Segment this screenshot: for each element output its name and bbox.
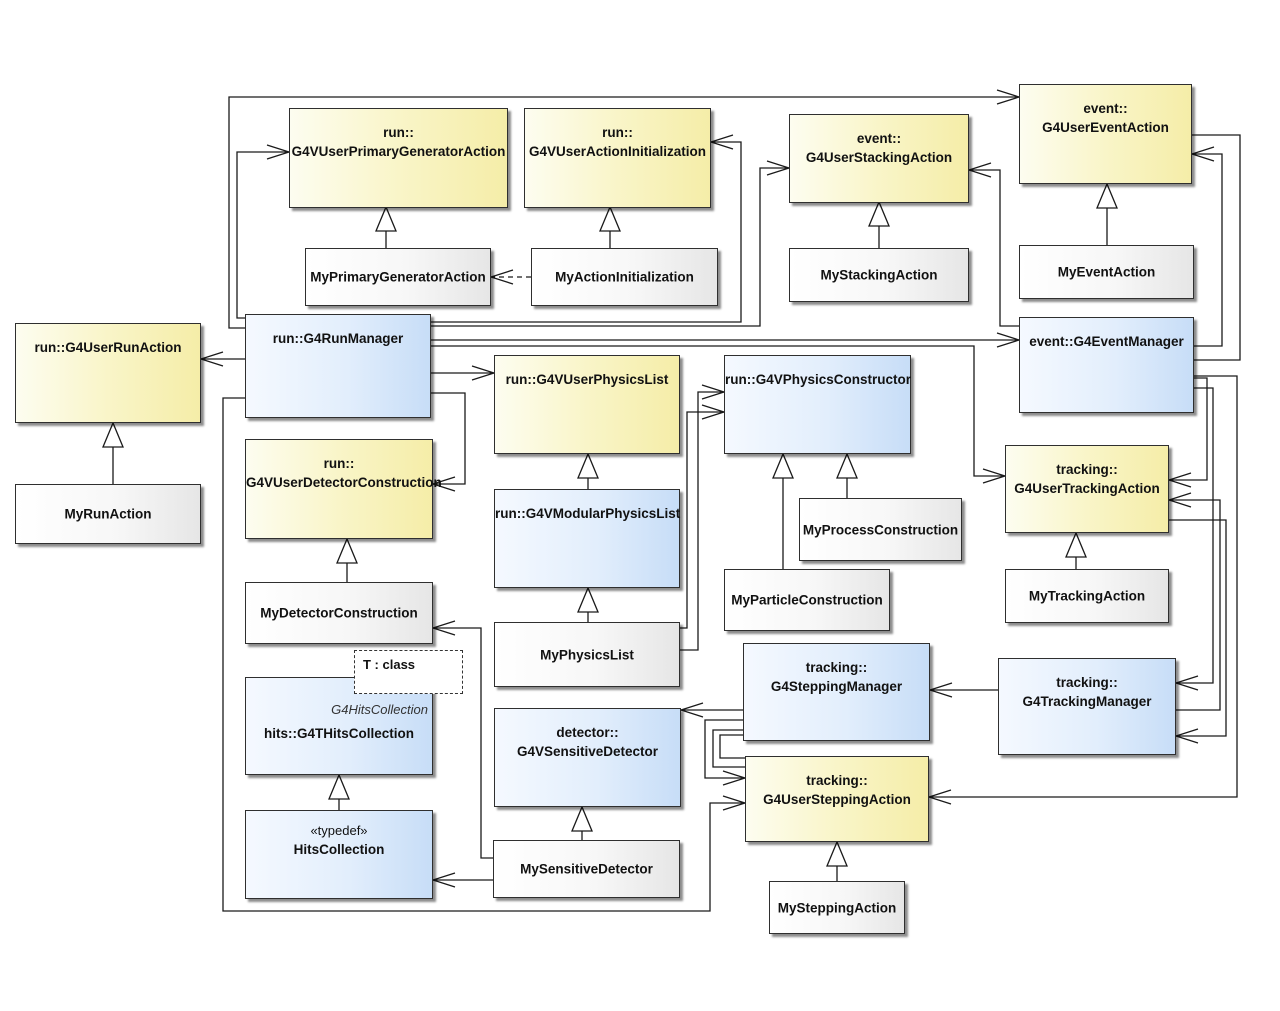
assoc-runmgr-actioninit <box>431 141 742 323</box>
class-name: MyRunAction <box>64 506 152 522</box>
class-name: G4UserTrackingAction <box>1014 481 1160 496</box>
namespace-label: event:: <box>1083 101 1128 116</box>
assoc-mysensitive-mydetector <box>433 627 493 859</box>
assoc-trackingaction-trackingmgr <box>1169 519 1227 737</box>
assoc-myphysics-constructor-2 <box>680 411 724 629</box>
class-mysensitivedetector[interactable]: MySensitiveDetector <box>493 840 680 898</box>
class-name: G4VSensitiveDetector <box>516 744 659 759</box>
class-name: G4TrackingManager <box>1022 694 1152 709</box>
namespace-label: tracking:: <box>1056 462 1118 477</box>
class-g4vsensitivedetector[interactable]: detector::G4VSensitiveDetector <box>494 708 681 807</box>
class-mystackingaction[interactable]: MyStackingAction <box>789 248 969 302</box>
class-name: G4VUserPrimaryGeneratorAction <box>291 144 506 159</box>
class-g4steppingmanager[interactable]: tracking::G4SteppingManager <box>743 643 930 741</box>
class-g4userstackingaction[interactable]: event::G4UserStackingAction <box>789 114 969 203</box>
assoc-steppingaction-steppingmgr-2 <box>719 734 745 759</box>
class-name: G4UserStackingAction <box>805 150 953 165</box>
class-g4usertrackingaction[interactable]: tracking::G4UserTrackingAction <box>1005 445 1169 533</box>
assoc-myphysics-constructor <box>680 391 724 651</box>
assoc-trackingmgr-trackingaction <box>1169 499 1221 711</box>
class-name: G4SteppingManager <box>770 679 903 694</box>
class-name: G4UserSteppingAction <box>763 792 911 807</box>
assoc-runmgr-stacking <box>431 167 789 327</box>
namespace-label: detector:: <box>556 725 619 740</box>
class-name: HitsCollection <box>293 842 385 857</box>
namespace-label: run:: <box>383 125 414 140</box>
stereotype-label: «typedef» <box>310 823 368 838</box>
class-g4runmanager[interactable]: run::G4RunManager <box>245 314 431 418</box>
class-name: event::G4EventManager <box>1029 334 1184 349</box>
assoc-runmgr-primarygen <box>236 151 289 319</box>
class-g4eventmanager[interactable]: event::G4EventManager <box>1019 317 1194 413</box>
class-name: MySensitiveDetector <box>520 861 653 877</box>
class-name: MyEventAction <box>1057 264 1156 280</box>
assoc-eventmgr-stacking <box>969 169 1019 327</box>
class-g4vuserprimarygeneratoraction[interactable]: run::G4VUserPrimaryGeneratorAction <box>289 108 508 208</box>
namespace-label: run:: <box>602 125 633 140</box>
assoc-eventmgr-steppingaction <box>929 375 1238 798</box>
assoc-eventmgr-trackingaction <box>1169 377 1208 481</box>
namespace-label: run:: <box>323 456 355 471</box>
class-name: MyActionInitialization <box>555 269 694 285</box>
namespace-label: tracking:: <box>806 773 868 788</box>
class-mysteppingaction[interactable]: MySteppingAction <box>769 881 905 934</box>
assoc-steppingmgr-steppingaction <box>704 719 745 779</box>
class-name: MyPhysicsList <box>540 647 634 662</box>
assoc-runmgr-steppingaction <box>222 397 745 912</box>
class-name: MyDetectorConstruction <box>260 605 418 621</box>
class-name: G4VUserDetectorConstruction <box>246 475 442 490</box>
class-name: MyTrackingAction <box>1028 588 1146 604</box>
class-name: G4UserEventAction <box>1042 120 1169 135</box>
class-g4vuserphysicslist[interactable]: run::G4VUserPhysicsList <box>494 355 680 454</box>
class-name: MySteppingAction <box>777 900 897 915</box>
assoc-eventmgr-trackingmgr <box>1176 387 1214 684</box>
class-g4vuseractioninitialization[interactable]: run::G4VUserActionInitialization <box>524 108 711 208</box>
class-name: MyParticleConstruction <box>731 592 883 608</box>
assoc-runmgr-eventaction <box>228 96 1019 329</box>
class-name: run::G4RunManager <box>272 331 404 346</box>
class-mytrackingaction[interactable]: MyTrackingAction <box>1005 569 1169 623</box>
class-hitscollection-typedef[interactable]: «typedef» HitsCollection <box>245 810 433 899</box>
assoc-steppingaction-steppingmgr <box>712 729 745 768</box>
class-g4vmodularphysicslist[interactable]: run::G4VModularPhysicsList <box>494 489 680 588</box>
class-g4vphysicsconstructor[interactable]: run::G4VPhysicsConstructor <box>724 355 911 454</box>
namespace-label: tracking:: <box>1056 675 1118 690</box>
class-name: MyPrimaryGeneratorAction <box>310 269 486 285</box>
class-name: run::G4VPhysicsConstructor <box>725 372 912 387</box>
class-myeventaction[interactable]: MyEventAction <box>1019 245 1194 299</box>
class-name: MyStackingAction <box>820 267 938 283</box>
class-g4usereventaction[interactable]: event::G4UserEventAction <box>1019 84 1192 184</box>
template-binding-label: G4HitsCollection <box>331 702 428 717</box>
class-name: run::G4VModularPhysicsList <box>495 506 681 521</box>
class-myphysicslist[interactable]: MyPhysicsList <box>494 622 680 687</box>
class-mydetectorconstruction[interactable]: MyDetectorConstruction <box>245 582 433 644</box>
class-g4userrunaction[interactable]: run::G4UserRunAction <box>15 323 201 423</box>
template-parameter: T : class <box>354 650 463 694</box>
class-myprocessconstruction[interactable]: MyProcessConstruction <box>799 498 962 561</box>
template-parameter-label: T : class <box>363 657 416 672</box>
class-g4trackingmanager[interactable]: tracking::G4TrackingManager <box>998 658 1176 755</box>
assoc-runmgr-trackingaction <box>431 345 1005 477</box>
class-name: G4VUserActionInitialization <box>528 144 707 159</box>
class-name: run::G4VUserPhysicsList <box>505 372 669 387</box>
assoc-eventmgr-eventaction-2 <box>1192 134 1241 361</box>
class-name: hits::G4THitsCollection <box>263 726 414 741</box>
class-name: MyProcessConstruction <box>802 522 959 537</box>
class-myparticleconstruction[interactable]: MyParticleConstruction <box>724 569 890 631</box>
class-myactioninitialization[interactable]: MyActionInitialization <box>531 248 718 306</box>
class-name: run::G4UserRunAction <box>34 340 182 355</box>
class-g4usersteppingaction[interactable]: tracking::G4UserSteppingAction <box>745 756 929 842</box>
assoc-eventmgr-eventaction <box>1192 153 1223 347</box>
class-g4vuserdetectorconstruction[interactable]: run::G4VUserDetectorConstruction <box>245 439 442 539</box>
class-myprimarygeneratoraction[interactable]: MyPrimaryGeneratorAction <box>305 248 491 306</box>
class-myrunaction[interactable]: MyRunAction <box>15 484 201 544</box>
namespace-label: event:: <box>856 131 902 146</box>
assoc-runmgr-detector <box>431 392 466 485</box>
namespace-label: tracking:: <box>805 660 868 675</box>
